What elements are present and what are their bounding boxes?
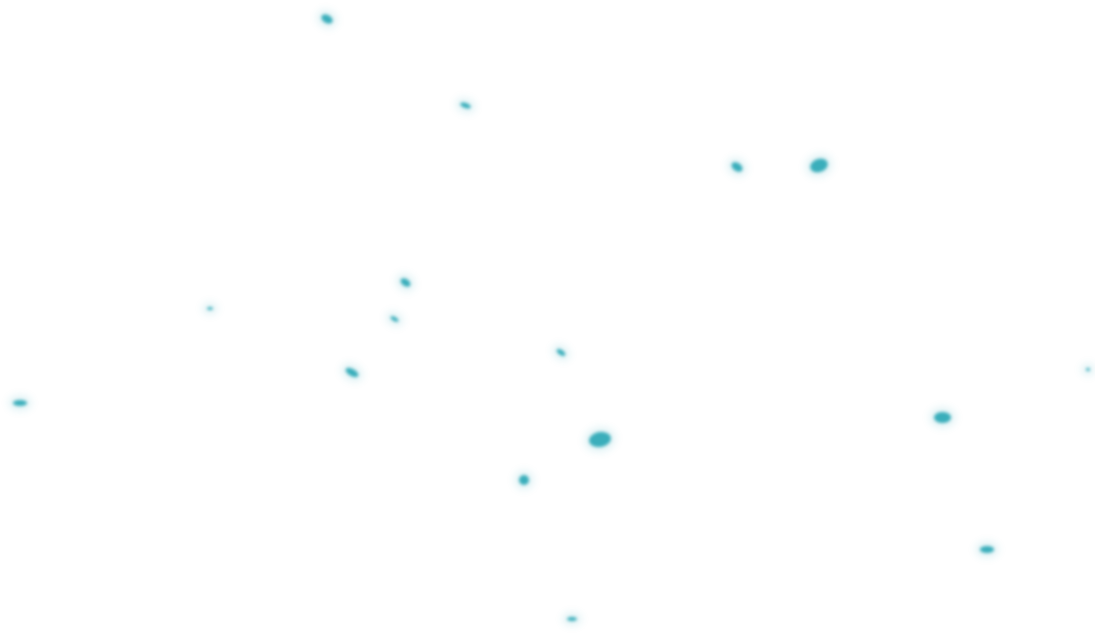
blob (934, 412, 951, 423)
blob (519, 475, 529, 485)
blob (1086, 368, 1090, 371)
blob (729, 160, 745, 174)
blob (808, 156, 830, 175)
blob (398, 276, 413, 289)
blob (207, 307, 213, 310)
blob (587, 430, 613, 449)
blob (13, 400, 27, 406)
blob (555, 347, 567, 358)
blob (980, 546, 994, 553)
blob (567, 617, 577, 621)
blob (344, 365, 360, 380)
blob (319, 12, 335, 26)
blob (389, 315, 400, 323)
blob (459, 101, 472, 110)
